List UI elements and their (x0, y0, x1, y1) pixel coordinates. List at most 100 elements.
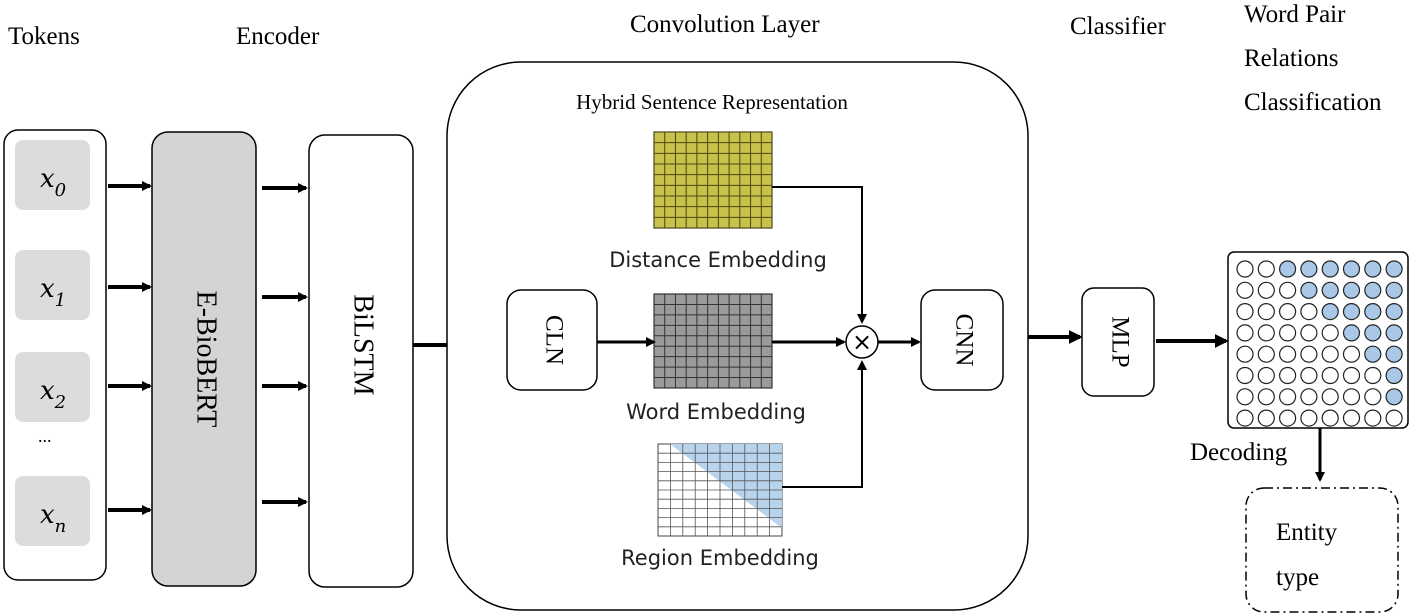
distance-to-operator-arrow (772, 186, 867, 324)
relation-cell (1321, 366, 1339, 385)
token-base: x (40, 274, 55, 304)
relation-cell (1236, 388, 1254, 406)
relation-cell (1278, 260, 1297, 278)
cln-block (506, 289, 598, 391)
relation-cell (1364, 324, 1382, 342)
relation-cell (1385, 388, 1403, 406)
ebiobert-label: E-BioBERT (191, 291, 222, 428)
token-subscript: 2 (54, 392, 66, 413)
relation-cell (1364, 281, 1382, 299)
relation-cell (1364, 366, 1382, 385)
relation-cell (1321, 324, 1339, 342)
mlp-label: MLP (1106, 316, 1133, 367)
relation-cell (1257, 409, 1275, 427)
relation-cell (1300, 366, 1318, 385)
relation-cell (1364, 345, 1382, 363)
relation-cell (1278, 409, 1297, 427)
token-subscript: n (55, 516, 67, 537)
token-subscript: 0 (55, 180, 66, 201)
relation-cell (1321, 409, 1339, 427)
relation-cell (1300, 303, 1318, 321)
relation-cell (1257, 260, 1275, 278)
relation-cell (1278, 388, 1297, 406)
cnn-label: CNN (950, 314, 977, 367)
token-x2: x2 (15, 352, 90, 422)
relation-cell (1257, 388, 1275, 406)
bilstm-block (308, 134, 414, 588)
relation-cell (1385, 260, 1403, 278)
token-x1: x1 (15, 250, 90, 320)
relation-cell (1300, 324, 1318, 342)
relation-cell (1342, 388, 1361, 406)
token-box (15, 476, 90, 546)
relation-cell (1257, 281, 1275, 299)
token-box (15, 250, 90, 320)
svg-text:xn: xn (40, 500, 66, 537)
relation-cell (1236, 409, 1254, 427)
relation-cell (1385, 409, 1403, 427)
relation-cell (1257, 324, 1275, 342)
relation-cell (1321, 260, 1339, 278)
relation-cell (1278, 345, 1297, 363)
word-pair-relation-grid (1236, 260, 1403, 427)
relation-cell (1300, 281, 1318, 299)
relation-cell (1364, 303, 1382, 321)
relation-cell (1257, 303, 1275, 321)
relation-cell (1321, 303, 1339, 321)
stage-label-wordpair-2: Relations (1244, 45, 1338, 72)
relation-cell (1236, 366, 1254, 385)
relation-cell (1342, 366, 1361, 385)
token-to-bert-arrows (108, 181, 152, 515)
relation-cell (1236, 324, 1254, 342)
entity-type-line2: type (1276, 564, 1319, 591)
region-to-operator-arrow (782, 360, 867, 488)
relation-cell (1321, 281, 1339, 299)
stage-label-convolution: Convolution Layer (630, 11, 820, 38)
stage-label-encoder: Encoder (236, 23, 320, 50)
relation-cell (1385, 303, 1403, 321)
stage-label-classifier: Classifier (1070, 13, 1166, 40)
relation-cell (1385, 366, 1403, 385)
token-box (15, 352, 90, 422)
relation-cell (1278, 303, 1297, 321)
relation-cell (1257, 366, 1275, 385)
stage-label-wordpair-1: Word Pair (1244, 1, 1346, 28)
relation-cell (1385, 281, 1403, 299)
mlp-block (1081, 287, 1155, 397)
relation-cell (1321, 388, 1339, 406)
relation-cell (1364, 409, 1382, 427)
relation-cell (1257, 345, 1275, 363)
stage-label-wordpair-3: Classification (1244, 89, 1382, 116)
svg-text:x1: x1 (40, 274, 66, 311)
token-subscript: 1 (55, 290, 66, 311)
relation-cell (1364, 260, 1382, 278)
relation-cell (1342, 303, 1361, 321)
token-box (15, 140, 90, 210)
region-embedding-label: Region Embedding (621, 546, 819, 570)
token-x0: x0 (15, 140, 90, 210)
entity-type-output (1245, 487, 1399, 613)
svg-text:x0: x0 (40, 164, 66, 201)
distance-embedding-background (653, 131, 773, 229)
word-embedding-grid (653, 293, 773, 389)
cln-label: CLN (540, 315, 567, 365)
bert-to-bilstm-arrows (262, 183, 308, 507)
relation-cell (1236, 303, 1254, 321)
relation-cell (1236, 281, 1254, 299)
relation-cell (1300, 345, 1318, 363)
word-embedding-label: Word Embedding (626, 400, 806, 424)
relation-cell (1342, 260, 1361, 278)
relation-cell (1236, 260, 1254, 278)
entity-type-line1: Entity (1276, 519, 1338, 546)
relation-cell (1300, 260, 1318, 278)
region-embedding-grid (657, 443, 783, 537)
stage-label-tokens: Tokens (8, 23, 80, 50)
distance-embedding-label: Distance Embedding (609, 248, 827, 272)
relation-cell (1278, 324, 1297, 342)
relation-cell (1385, 324, 1403, 342)
relation-cell (1342, 324, 1361, 342)
relation-cell (1300, 388, 1318, 406)
hybrid-sentence-title: Hybrid Sentence Representation (576, 90, 848, 114)
relation-cell (1342, 281, 1361, 299)
